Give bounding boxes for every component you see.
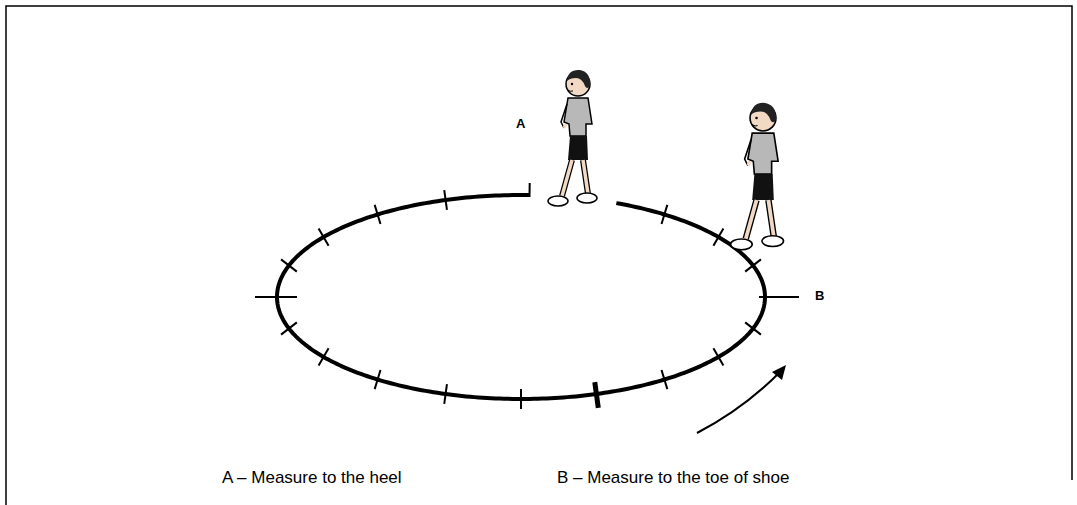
track-tick [319, 348, 329, 365]
track-tick [745, 259, 761, 271]
arrow-head [772, 365, 786, 380]
track-tick [759, 296, 799, 298]
track-tick [713, 228, 723, 245]
frame [6, 6, 1072, 505]
track-tick [595, 382, 598, 408]
track-tick [281, 322, 297, 334]
track-tick [444, 384, 447, 404]
direction-arrow [697, 370, 782, 433]
track-tick [375, 370, 381, 389]
caption-text: B – Measure to the toe of shoe [557, 468, 789, 488]
caption-text: A – Measure to the heel [222, 468, 402, 488]
boy-figure [731, 103, 784, 250]
track-tick [319, 228, 329, 245]
track-ellipse [255, 183, 799, 409]
track-tick [375, 205, 381, 224]
track-tick [281, 259, 297, 271]
point-label: B [815, 289, 824, 304]
track-tick [745, 322, 761, 334]
track-tick [713, 348, 723, 365]
track-tick [662, 205, 668, 224]
track-line [277, 195, 765, 399]
track-tick [444, 190, 447, 210]
track-tick [520, 389, 522, 409]
track-tick [255, 296, 297, 298]
track-tick [662, 370, 668, 389]
track-tick [528, 183, 530, 197]
boy-figure [548, 70, 597, 206]
point-label: A [516, 117, 525, 132]
